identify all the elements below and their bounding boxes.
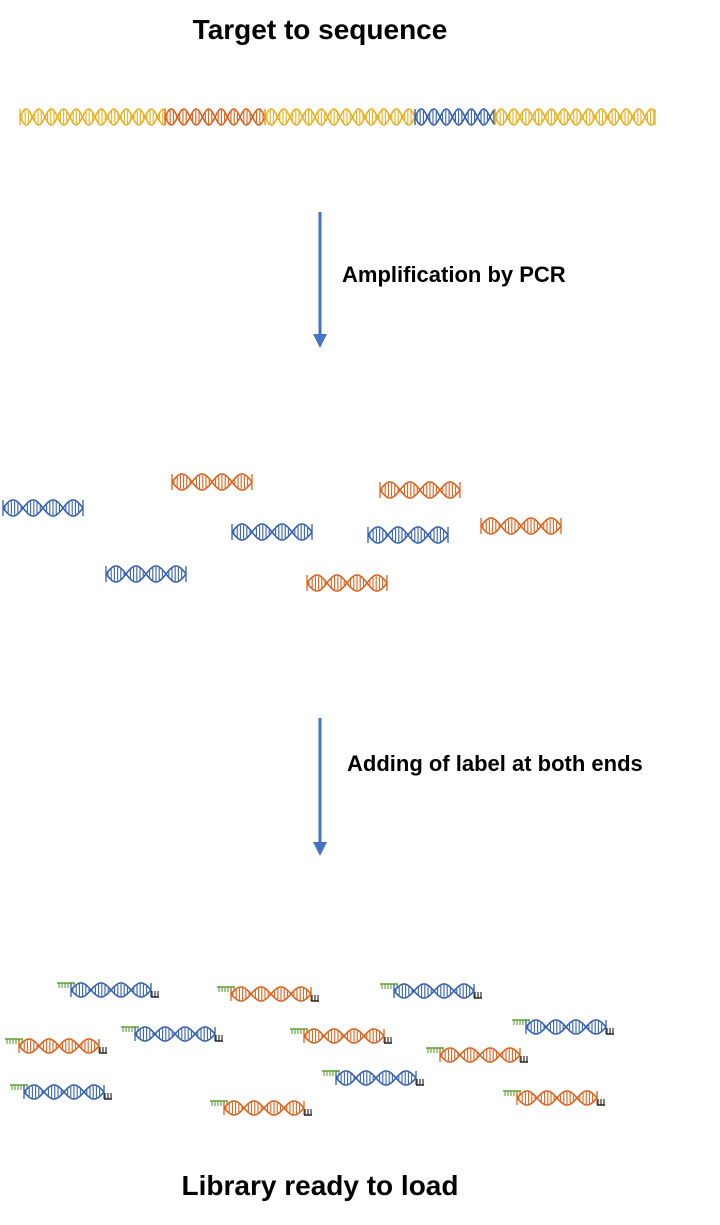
labeled-dna-icon [217, 986, 319, 1002]
dna-fragment-icon [171, 473, 253, 491]
dna-fragment-icon [306, 574, 388, 592]
diagram-footer: Library ready to load [181, 1170, 459, 1201]
step-label-adding-labels: Adding of label at both ends [347, 751, 643, 776]
end-label [520, 1056, 528, 1063]
labeled-dna-icon [322, 1070, 424, 1086]
label-sequence [10, 1084, 28, 1090]
dna-fragment-body [525, 1019, 607, 1035]
target-segment [264, 108, 416, 126]
dna-fragment-body [393, 983, 475, 999]
dna-fragment-icon [480, 517, 562, 535]
dna-fragment-body [230, 986, 312, 1002]
label-sequence [57, 982, 75, 988]
target-segment [19, 108, 166, 126]
dna-fragment-icon [231, 523, 313, 541]
label-sequence [217, 986, 235, 992]
labeled-dna-icon [57, 982, 159, 998]
label-sequence [121, 1026, 139, 1032]
diagram-title: Target to sequence [192, 14, 448, 45]
labeled-dna-icon [290, 1028, 392, 1044]
label-sequence [5, 1038, 23, 1044]
label-sequence [322, 1070, 340, 1076]
labeled-dna-icon [210, 1100, 312, 1116]
label-sequence [290, 1028, 308, 1034]
label-sequence [380, 983, 398, 989]
label-sequence [426, 1047, 444, 1053]
dna-fragment-body [303, 1028, 385, 1044]
dna-fragment-body [516, 1090, 598, 1106]
end-label [304, 1109, 312, 1116]
library-fragments [5, 982, 614, 1116]
end-label [311, 995, 319, 1002]
end-label [99, 1047, 107, 1054]
target-segment [494, 108, 656, 126]
label-sequence [503, 1090, 521, 1096]
target-segment [164, 108, 266, 126]
labeled-dna-icon [503, 1090, 605, 1106]
label-sequence [210, 1100, 228, 1106]
labeled-dna-icon [5, 1038, 107, 1054]
dna-fragment-icon [367, 526, 449, 544]
dna-fragment-body [70, 982, 152, 998]
end-label [606, 1028, 614, 1035]
dna-fragment-icon [379, 481, 461, 499]
step-label-amplification: Amplification by PCR [342, 262, 566, 287]
end-label [597, 1099, 605, 1106]
end-label [215, 1035, 223, 1042]
dna-fragment-body [439, 1047, 521, 1063]
labeled-dna-icon [121, 1026, 223, 1042]
labeled-dna-icon [380, 983, 482, 999]
end-label [104, 1093, 112, 1100]
target-segment [414, 108, 496, 126]
labeled-dna-icon [426, 1047, 528, 1063]
end-label [151, 991, 159, 998]
dna-fragment-body [335, 1070, 417, 1086]
end-label [416, 1079, 424, 1086]
target-dna-strand [19, 108, 656, 126]
end-label [474, 992, 482, 999]
amplified-fragments [2, 473, 562, 592]
dna-fragment-body [23, 1084, 105, 1100]
label-sequence [512, 1019, 530, 1025]
end-label [384, 1037, 392, 1044]
dna-fragment-body [134, 1026, 216, 1042]
step-1-arrow [313, 212, 327, 348]
dna-fragment-icon [105, 565, 187, 583]
labeled-dna-icon [512, 1019, 614, 1035]
dna-fragment-icon [2, 499, 84, 517]
dna-fragment-body [18, 1038, 100, 1054]
dna-fragment-body [223, 1100, 305, 1116]
step-2-arrow [313, 718, 327, 856]
labeled-dna-icon [10, 1084, 112, 1100]
